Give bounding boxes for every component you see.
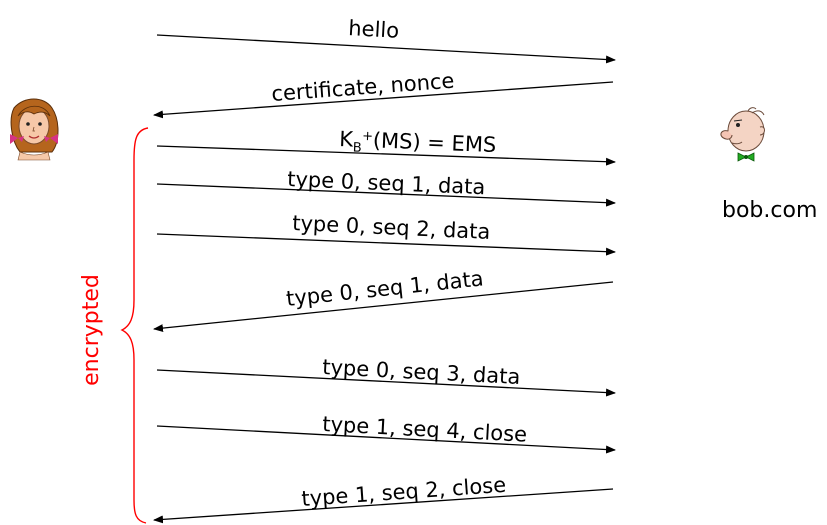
message-label: type 1, seq 2, close: [301, 473, 507, 511]
encrypted-label: encrypted: [79, 274, 104, 386]
message-label: type 0, seq 3, data: [322, 355, 521, 389]
message-label-ems: KB+(MS) = EMS: [339, 127, 497, 161]
arrow-type1-seq4-close: [156, 425, 616, 454]
message-label: type 0, seq 1, data: [287, 167, 486, 199]
encrypted-brace: [120, 127, 149, 524]
arrow-hello: [156, 34, 616, 64]
message-arrows: [153, 34, 616, 524]
alice-character-icon: [10, 98, 59, 161]
arrow-ems: [156, 145, 616, 166]
arrow-type0-seq2-data: [156, 233, 616, 256]
message-label: type 0, seq 2, data: [292, 211, 491, 244]
message-label: type 0, seq 1, data: [285, 266, 485, 311]
message-label: hello: [348, 16, 400, 43]
arrow-type1-seq2-close: [153, 488, 614, 524]
arrow-type0-seq1-data: [156, 183, 616, 207]
server-label: bob.com: [722, 198, 817, 223]
message-label: type 1, seq 4, close: [322, 412, 528, 447]
arrow-type0-seq1-data-reply: [153, 281, 614, 333]
arrow-type0-seq3-data: [156, 369, 616, 397]
bob-character-icon: [720, 107, 765, 162]
arrow-certificate-nonce: [153, 81, 614, 119]
